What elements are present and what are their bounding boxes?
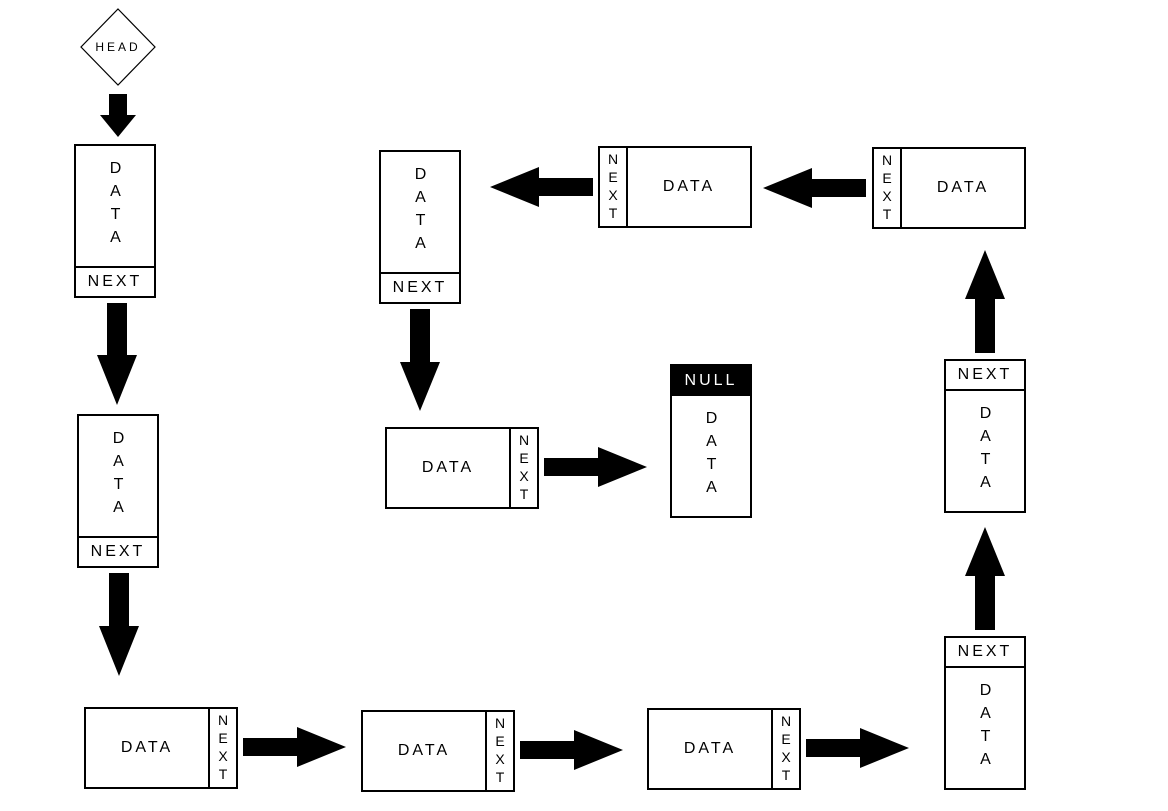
node-8-data: DATA — [936, 179, 990, 196]
node-12-data: DATA — [703, 410, 720, 502]
node-9-next: NEXT — [600, 148, 628, 226]
node-3-next: NEXT — [208, 709, 236, 787]
node-11: DATA NEXT — [385, 427, 539, 509]
node-7-next: NEXT — [946, 361, 1024, 391]
arrow-node-8-to-node-9 — [763, 168, 866, 208]
node-8: NEXT DATA — [872, 147, 1026, 229]
node-9-data: DATA — [662, 178, 716, 195]
node-7: NEXT DATA — [944, 359, 1026, 513]
node-8-next: NEXT — [874, 149, 902, 227]
node-11-next: NEXT — [509, 429, 537, 507]
node-10-data: DATA — [412, 166, 429, 258]
arrow-node-2-to-node-3 — [99, 573, 139, 676]
node-2-next: NEXT — [79, 536, 157, 566]
head-diamond-shape — [80, 8, 156, 86]
arrow-node-9-to-node-10 — [490, 167, 593, 207]
node-6-data: DATA — [977, 682, 994, 774]
node-5: DATA NEXT — [647, 708, 801, 790]
node-11-data: DATA — [421, 459, 475, 476]
arrow-node-4-to-node-5 — [520, 730, 623, 770]
arrow-node-5-to-node-6 — [806, 728, 909, 768]
node-1: DATA NEXT — [74, 144, 156, 298]
head-diamond: HEAD — [80, 8, 156, 86]
arrow-head-to-node-1 — [100, 94, 136, 137]
node-9: NEXT DATA — [598, 146, 752, 228]
node-5-data: DATA — [683, 740, 737, 757]
null-label: NULL — [672, 366, 750, 396]
node-4-data: DATA — [397, 742, 451, 759]
arrow-node-10-to-node-11 — [400, 309, 440, 411]
node-1-next: NEXT — [76, 266, 154, 296]
arrow-node-11-to-node-12 — [544, 447, 647, 487]
node-10-next: NEXT — [381, 272, 459, 302]
node-4-next: NEXT — [485, 712, 513, 790]
node-12-terminal: NULL DATA — [670, 364, 752, 518]
node-3-data: DATA — [120, 739, 174, 756]
node-6-next: NEXT — [946, 638, 1024, 668]
node-3: DATA NEXT — [84, 707, 238, 789]
arrow-node-7-to-node-8 — [965, 250, 1005, 353]
head-label: HEAD — [95, 40, 141, 54]
node-5-next: NEXT — [771, 710, 799, 788]
node-4: DATA NEXT — [361, 710, 515, 792]
node-10: DATA NEXT — [379, 150, 461, 304]
node-1-data: DATA — [107, 160, 124, 252]
arrow-node-1-to-node-2 — [97, 303, 137, 405]
arrow-node-3-to-node-4 — [243, 727, 346, 767]
node-2-data: DATA — [110, 430, 127, 522]
arrow-node-6-to-node-7 — [965, 527, 1005, 630]
node-6: NEXT DATA — [944, 636, 1026, 790]
node-7-data: DATA — [977, 405, 994, 497]
node-2: DATA NEXT — [77, 414, 159, 568]
